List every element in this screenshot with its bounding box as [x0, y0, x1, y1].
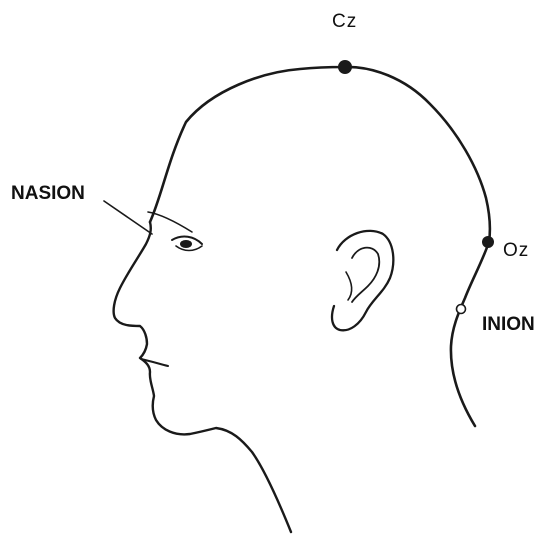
nasion-pointer-line	[104, 201, 152, 234]
oz-label: Oz	[503, 240, 529, 261]
ear-outer	[332, 231, 393, 330]
eye-pupil	[180, 240, 192, 248]
nose-bridge-line	[148, 212, 192, 232]
ear-inner	[352, 248, 379, 302]
oz-electrode-point	[482, 236, 494, 248]
face-profile	[114, 222, 291, 532]
ear-tragus	[346, 272, 352, 300]
cz-electrode-point	[338, 60, 352, 74]
scalp-outline	[150, 67, 490, 242]
inion-point	[457, 305, 466, 314]
nasion-label: NASION	[11, 183, 85, 204]
inion-label: INION	[482, 314, 535, 335]
cz-label: Cz	[332, 11, 357, 32]
